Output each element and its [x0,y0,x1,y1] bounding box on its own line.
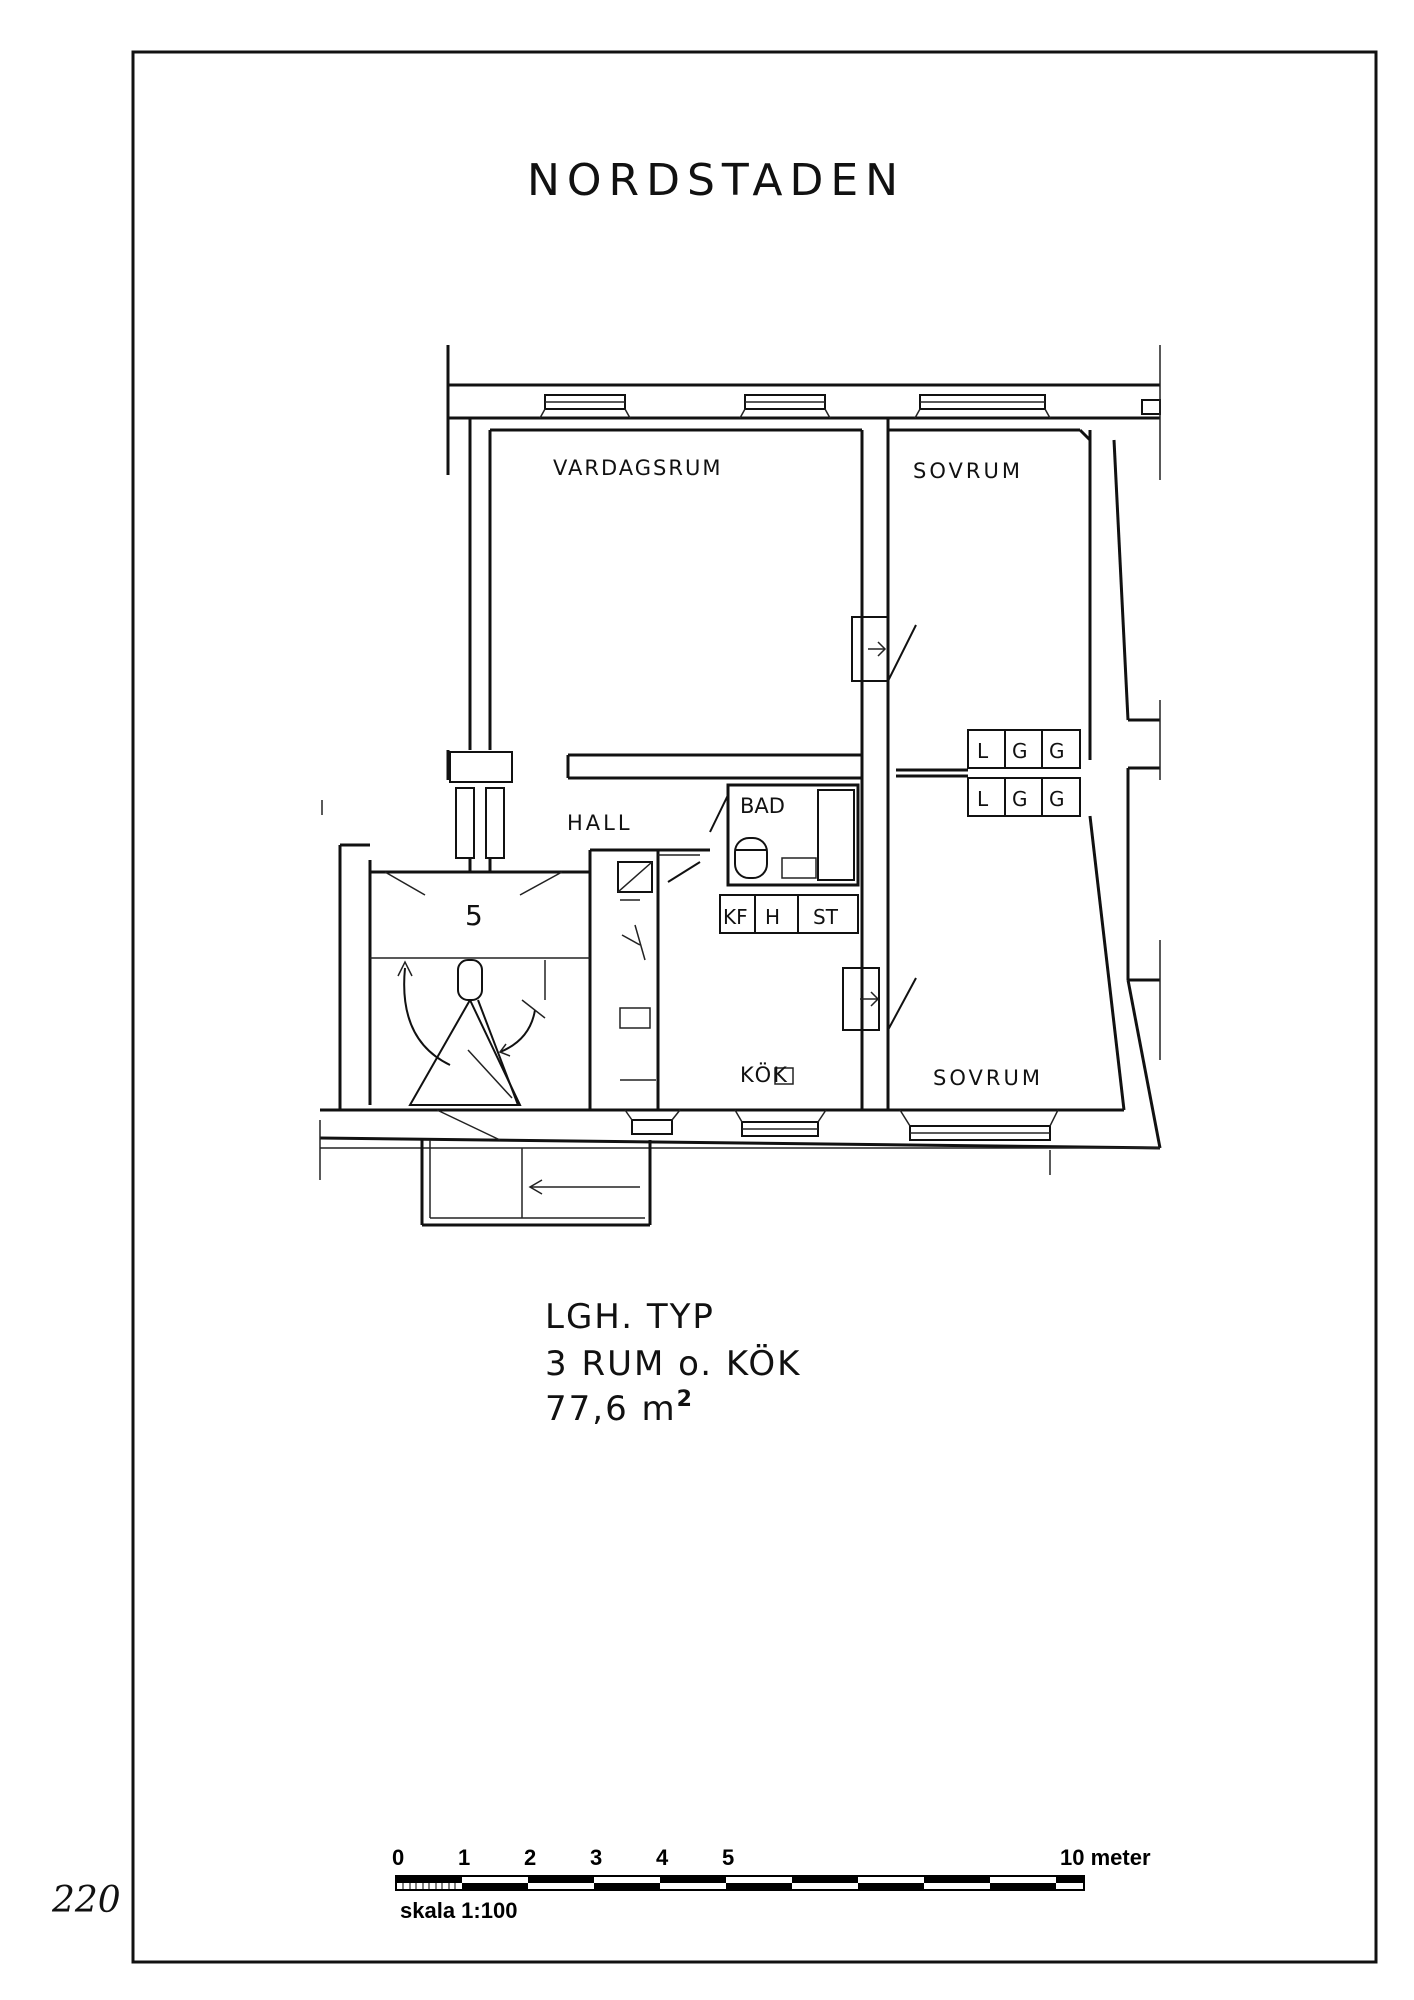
bathroom [667,783,860,934]
label-st: ST [813,905,839,929]
window-kok-2 [734,1109,827,1137]
wardrobe-top [967,729,1081,769]
plan-title: NORDSTADEN [527,155,905,206]
window-kok-1 [624,1109,681,1135]
scale-tick-label: 0 [392,1845,404,1870]
scale-tick-label: 3 [590,1845,602,1870]
scale-tick-label: 1 [458,1845,470,1870]
wardrobe-label: G [1012,787,1028,811]
wardrobe-bottom [967,777,1081,817]
room-label-kok: KÖK [740,1062,789,1087]
scale-tick-label: 2 [524,1845,536,1870]
apartment-rooms: 3 RUM o. KÖK [545,1343,801,1384]
window-vardagsrum-1 [539,394,631,419]
room-label-sovrum-bottom: SOVRUM [933,1066,1043,1090]
room-label-hall: HALL [567,811,633,835]
apartment-type: LGH. TYP [545,1297,715,1337]
scale-bar: 0 1 2 3 4 5 10 meter skala 1:100 [392,1845,1151,1923]
window-sovrum-bottom [899,1109,1059,1141]
apartment-area: 77,6 m2 [545,1387,694,1429]
wardrobe-label: L [977,787,989,811]
room-label-sovrum-top: SOVRUM [913,459,1023,483]
room-label-bad: BAD [740,794,785,818]
floor-plan [319,345,1162,1227]
sheet-frame [131,50,1378,1964]
scale-tick-label: 5 [722,1845,734,1870]
scale-end-label: 10 meter [1060,1845,1151,1870]
stair-number: 5 [465,899,483,932]
scale-tick-label: 4 [656,1845,669,1870]
label-kf: KF [723,905,748,929]
room-label-vardagsrum: VARDAGSRUM [553,456,722,480]
wardrobe-label: G [1049,739,1065,763]
label-h: H [765,905,780,929]
window-vardagsrum-2 [739,394,831,419]
stairwell [338,843,592,1110]
wardrobe-label: G [1049,787,1065,811]
page-number: 220 [51,1880,121,1921]
wardrobe-label: G [1012,739,1028,763]
wardrobe-label: L [977,739,989,763]
window-sovrum-top [914,394,1051,419]
scale-caption: skala 1:100 [400,1898,517,1923]
